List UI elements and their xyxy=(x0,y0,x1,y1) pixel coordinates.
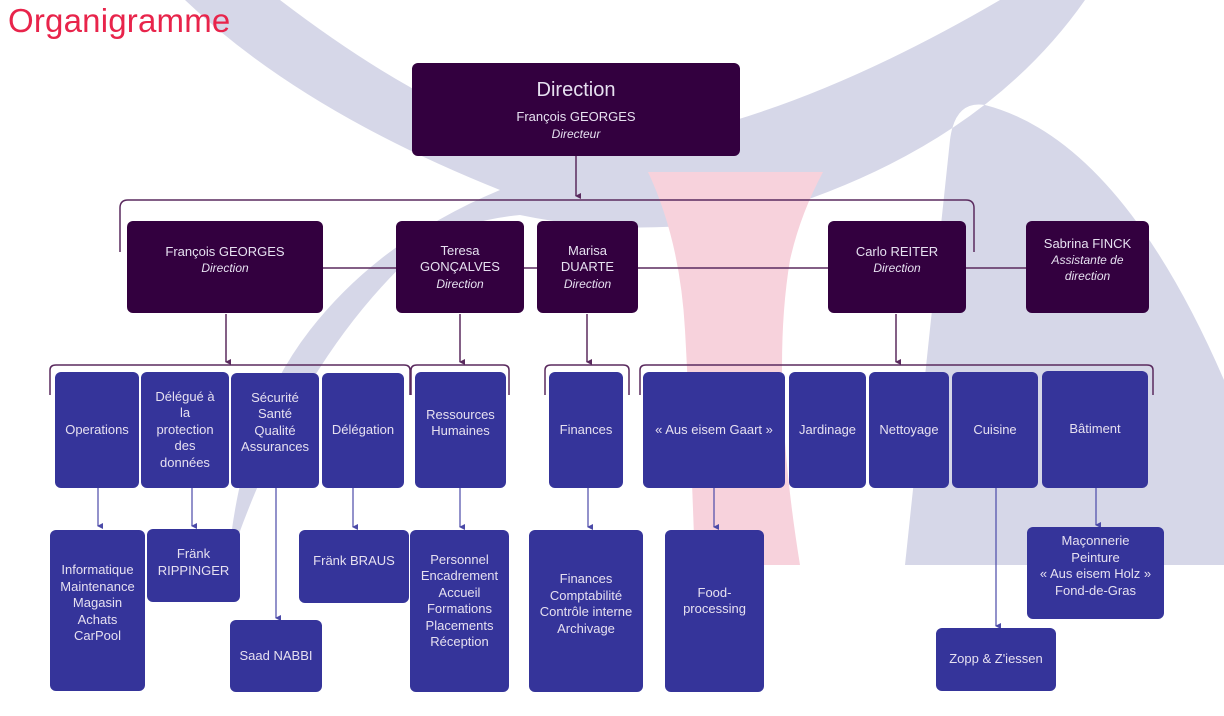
unit-line: Comptabilité xyxy=(549,587,623,603)
unit-line: Magasin xyxy=(72,595,123,611)
org-node-department[interactable]: Operations xyxy=(55,372,139,488)
org-node-department[interactable]: Jardinage xyxy=(789,372,866,488)
unit-line: Encadrement xyxy=(420,568,499,583)
node-name: Sabrina FINCK xyxy=(1043,235,1132,251)
org-node-department[interactable]: Délégué à la protection des données xyxy=(141,372,229,488)
unit-line: Fränk xyxy=(176,546,211,561)
unit-line: Achats xyxy=(77,611,118,627)
unit-line: Saad NABBI xyxy=(239,647,313,663)
node-heading: Direction xyxy=(536,79,616,102)
org-node-executive[interactable]: François GEORGES Direction xyxy=(127,221,323,313)
org-node-unit[interactable]: Finances Comptabilité Contrôle interne A… xyxy=(529,530,643,692)
node-name: François GEORGES xyxy=(165,243,285,259)
unit-line: Food- xyxy=(697,584,732,600)
org-node-department[interactable]: Sécurité Santé Qualité Assurances xyxy=(231,373,319,488)
unit-line: Maçonnerie xyxy=(1061,533,1130,548)
node-label: Délégué à la protection des données xyxy=(155,388,215,470)
node-role: Direction xyxy=(201,261,249,276)
unit-line: CarPool xyxy=(74,628,121,644)
unit-line: Réception xyxy=(430,634,489,649)
page-title: Organigramme xyxy=(8,2,231,39)
org-node-unit[interactable]: Fränk BRAUS xyxy=(299,530,409,603)
node-role: Direction xyxy=(563,276,612,291)
unit-line: Finances xyxy=(559,571,613,586)
unit-line: Formations xyxy=(426,601,493,616)
org-node-direction[interactable]: Direction François GEORGES Directeur xyxy=(412,63,740,156)
org-node-department[interactable]: Délégation xyxy=(322,373,404,488)
org-node-department[interactable]: Nettoyage xyxy=(869,372,949,488)
unit-line: Zopp & Z'iessen xyxy=(949,651,1043,667)
org-node-executive[interactable]: Carlo REITER Direction xyxy=(828,221,966,313)
node-role: Direction xyxy=(873,261,921,276)
org-node-unit[interactable]: Maçonnerie Peinture « Aus eisem Holz » F… xyxy=(1027,527,1164,619)
org-node-unit[interactable]: Fränk RIPPINGER xyxy=(147,529,240,602)
node-label: Ressources Humaines xyxy=(426,406,495,439)
org-node-unit[interactable]: Personnel Encadrement Accueil Formations… xyxy=(410,530,509,692)
unit-line: RIPPINGER xyxy=(157,562,230,578)
node-label: Bâtiment xyxy=(1069,421,1121,437)
org-node-unit[interactable]: Zopp & Z'iessen xyxy=(936,628,1056,691)
node-label: Finances xyxy=(559,421,613,437)
org-node-unit[interactable]: Saad NABBI xyxy=(230,620,322,692)
node-label: Nettoyage xyxy=(879,421,939,437)
node-name: Marisa DUARTE xyxy=(560,242,615,275)
node-name: Carlo REITER xyxy=(855,243,939,259)
unit-line: Peinture xyxy=(1071,549,1120,565)
unit-line: Placements xyxy=(425,617,494,633)
org-node-executive[interactable]: Sabrina FINCK Assistante de direction xyxy=(1026,221,1149,313)
org-node-department[interactable]: Ressources Humaines xyxy=(415,372,506,488)
org-node-department[interactable]: Cuisine xyxy=(952,372,1038,488)
unit-line: Contrôle interne xyxy=(539,604,633,619)
unit-line: Accueil xyxy=(438,584,481,600)
unit-line: Fond-de-Gras xyxy=(1055,582,1136,598)
org-node-department[interactable]: « Aus eisem Gaart » xyxy=(643,372,785,488)
node-name: Teresa GONÇALVES xyxy=(420,242,500,275)
org-node-department[interactable]: Finances xyxy=(549,372,623,488)
background-pink-shape xyxy=(648,172,823,565)
unit-line: Personnel xyxy=(430,551,489,567)
unit-line: processing xyxy=(683,601,746,616)
node-role: Directeur xyxy=(551,126,601,141)
org-node-unit[interactable]: Informatique Maintenance Magasin Achats … xyxy=(50,530,145,691)
unit-line: Maintenance xyxy=(60,578,135,594)
org-node-executive[interactable]: Teresa GONÇALVES Direction xyxy=(396,221,524,313)
org-node-unit[interactable]: Food- processing xyxy=(665,530,764,692)
unit-line: Fränk BRAUS xyxy=(313,553,395,568)
node-label: Cuisine xyxy=(973,421,1017,437)
node-name: François GEORGES xyxy=(516,109,636,125)
unit-line: Archivage xyxy=(557,620,615,636)
org-node-department[interactable]: Bâtiment xyxy=(1042,371,1148,488)
org-node-executive[interactable]: Marisa DUARTE Direction xyxy=(537,221,638,313)
node-label: Operations xyxy=(65,421,129,437)
node-role: Direction xyxy=(436,276,484,291)
unit-line: « Aus eisem Holz » xyxy=(1039,566,1152,581)
node-label: Jardinage xyxy=(798,421,857,437)
unit-line: Informatique xyxy=(61,562,134,578)
node-label: Délégation xyxy=(331,422,395,438)
node-label: « Aus eisem Gaart » xyxy=(655,421,773,437)
node-label: Sécurité Santé Qualité Assurances xyxy=(241,389,309,455)
node-role: Assistante de direction xyxy=(1051,253,1124,284)
